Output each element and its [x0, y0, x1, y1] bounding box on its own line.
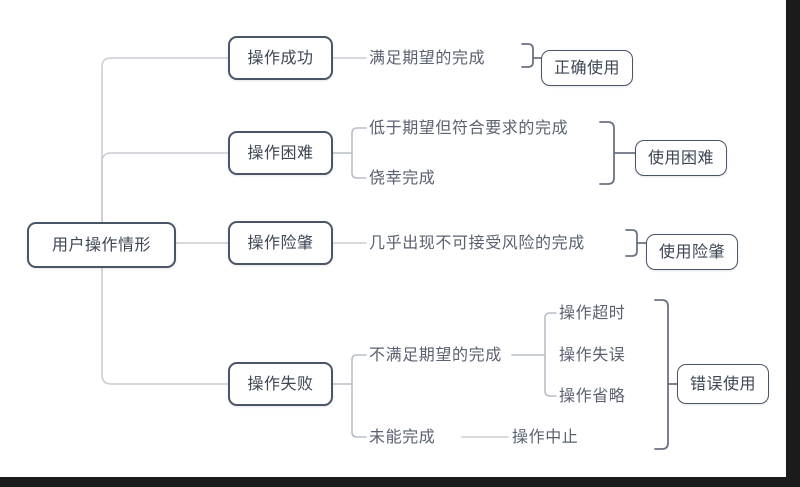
bracket-outcome-difficult: [599, 121, 615, 185]
node-outcome-nearmiss[interactable]: 使用险肇: [646, 234, 738, 270]
node-outcome-failure-label: 错误使用: [689, 374, 756, 393]
bracket-difficult: [351, 127, 367, 179]
node-branch-difficult-label: 操作困难: [247, 143, 314, 162]
wire-root-to-success: [101, 57, 229, 246]
leaf-failure-detail-1: 不满足期望的完成: [369, 345, 502, 364]
bracket-outcome-correct: [521, 43, 534, 68]
leaf-success-detail-1: 满足期望的完成: [369, 48, 486, 67]
bracket-failure: [351, 354, 367, 438]
node-branch-nearmiss-label: 操作险肇: [247, 233, 314, 252]
node-outcome-failure[interactable]: 错误使用: [677, 364, 769, 404]
node-outcome-correct-label: 正确使用: [553, 58, 620, 77]
node-branch-difficult[interactable]: 操作困难: [228, 131, 333, 175]
node-root[interactable]: 用户操作情形: [27, 222, 176, 268]
node-root-label: 用户操作情形: [51, 235, 151, 254]
node-outcome-nearmiss-label: 使用险肇: [658, 242, 725, 261]
bracket-bumanzu: [544, 312, 557, 397]
leaf-difficult-detail-2: 侥幸完成: [369, 168, 436, 187]
node-branch-success[interactable]: 操作成功: [228, 36, 333, 80]
leaf-weineng-sub-1: 操作中止: [512, 427, 579, 446]
leaf-nearmiss-detail-1: 几乎出现不可接受风险的完成: [369, 233, 585, 252]
leaf-failure-sub-2: 操作失误: [559, 345, 626, 364]
node-outcome-difficult[interactable]: 使用困难: [635, 140, 727, 176]
bracket-outcome-failure: [654, 299, 669, 450]
node-branch-success-label: 操作成功: [247, 48, 314, 67]
leaf-failure-detail-2: 未能完成: [369, 427, 436, 446]
bracket-outcome-nearmiss: [625, 229, 638, 257]
node-branch-failure-label: 操作失败: [247, 374, 314, 393]
node-branch-nearmiss[interactable]: 操作险肇: [228, 221, 333, 265]
frame-edge-right: [786, 0, 800, 487]
node-branch-failure[interactable]: 操作失败: [228, 362, 333, 406]
frame-edge-bottom: [0, 477, 800, 487]
leaf-failure-sub-3: 操作省略: [559, 386, 626, 405]
mind-map: 用户操作情形 操作成功 操作困难 操作险肇 操作失败 满足期望的完成 低于期望但…: [27, 36, 769, 450]
leaf-failure-sub-1: 操作超时: [559, 303, 626, 322]
leaf-difficult-detail-1: 低于期望但符合要求的完成: [369, 118, 569, 137]
node-outcome-correct[interactable]: 正确使用: [541, 50, 633, 86]
node-outcome-difficult-label: 使用困难: [647, 148, 714, 167]
